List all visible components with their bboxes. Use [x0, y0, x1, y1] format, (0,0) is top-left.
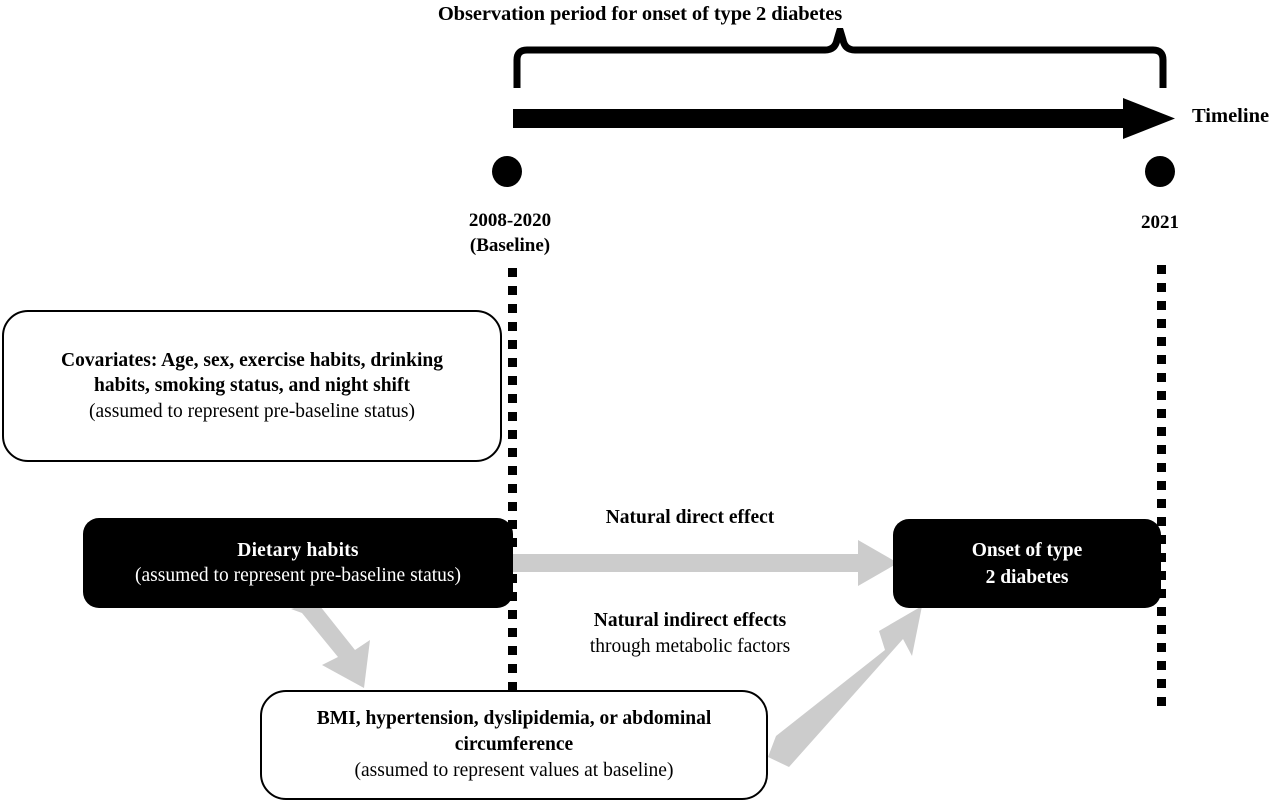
observation-period-brace: [513, 28, 1167, 88]
timeline-dot-baseline: [492, 156, 522, 187]
onset-line-2: 2 diabetes: [985, 566, 1069, 588]
arrow-direct-effect: [513, 540, 898, 586]
indirect-effects-line-2: through metabolic factors: [589, 636, 791, 657]
arrow-exposure-to-mediator: [291, 601, 370, 688]
node-covariates: Covariates: Age, sex, exercise habits, d…: [2, 310, 502, 462]
baseline-word: (Baseline): [469, 235, 551, 256]
onset-line-1: Onset of type: [971, 539, 1083, 561]
timeline-label-baseline: 2008-2020 (Baseline): [400, 208, 620, 258]
timeline-label-2021: 2021: [1141, 212, 1179, 233]
timeline-arrow: [513, 98, 1175, 139]
indirect-effects-line-1: Natural indirect effects: [593, 610, 787, 631]
timeline-axis-label: Timeline: [1192, 105, 1270, 127]
covariates-line-1: Covariates: Age, sex, exercise habits, d…: [60, 349, 444, 371]
observation-period-title: Observation period for onset of type 2 d…: [437, 3, 843, 25]
mediator-line-2: circumference: [454, 734, 574, 755]
covariates-line-3: (assumed to represent pre-baseline statu…: [89, 400, 415, 422]
dotted-guide-2021: [1157, 265, 1166, 708]
node-dietary-habits: Dietary habits (assumed to represent pre…: [83, 518, 513, 608]
dietary-habits-note: (assumed to represent pre-baseline statu…: [135, 565, 461, 586]
timeline-dot-2021: [1145, 156, 1175, 187]
node-metabolic-mediators: BMI, hypertension, dyslipidemia, or abdo…: [260, 690, 768, 800]
edge-label-indirect-effects: Natural indirect effects through metabol…: [500, 608, 880, 660]
edge-label-direct-effect: Natural direct effect: [605, 507, 775, 528]
mediator-line-3: (assumed to represent values at baseline…: [354, 760, 674, 781]
dietary-habits-title: Dietary habits: [237, 540, 359, 561]
node-onset-type-2-diabetes: Onset of type 2 diabetes: [893, 519, 1161, 608]
mediator-line-1: BMI, hypertension, dyslipidemia, or abdo…: [316, 708, 712, 729]
baseline-years: 2008-2020: [468, 210, 552, 231]
arrow-mediator-to-outcome: [768, 606, 922, 767]
covariates-line-2: habits, smoking status, and night shift: [94, 375, 410, 397]
